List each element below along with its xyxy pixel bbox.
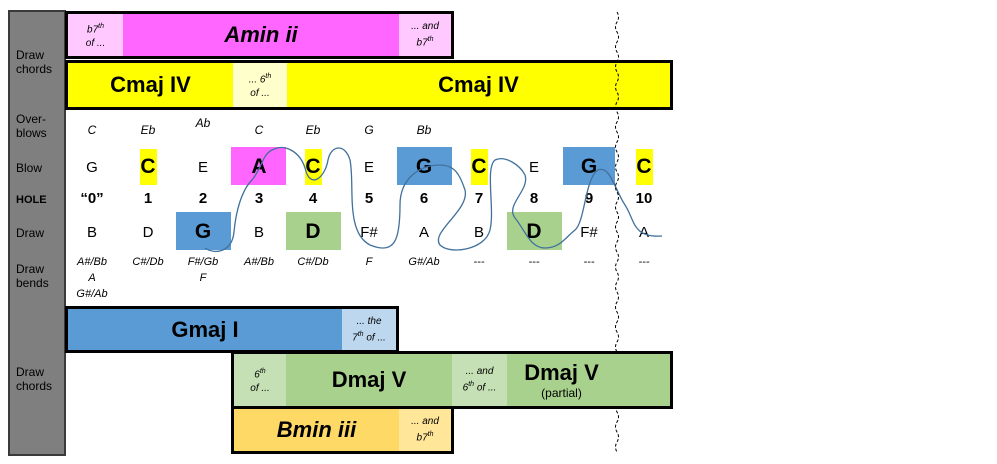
- blow-highlight-g6: [397, 147, 452, 185]
- dmaj-partial-note: (partial): [541, 386, 582, 400]
- row-label-overblows: Over- blows: [16, 112, 47, 140]
- draw-bend: ---: [528, 256, 540, 268]
- draw-bend: C#/Db: [132, 256, 164, 268]
- cmaj-label-right: Cmaj IV: [287, 63, 670, 107]
- blow-note: C: [140, 155, 156, 178]
- draw-note: G: [194, 220, 212, 243]
- blow-note: G: [415, 155, 433, 178]
- blow-highlight-g9: [563, 147, 615, 185]
- amin-left-note: b7th of ...: [68, 14, 123, 56]
- amin-label: Amin ii: [123, 14, 399, 56]
- gmaj-note: ... the 7th of ...: [342, 309, 396, 350]
- draw-note: D: [526, 220, 542, 243]
- row-label-hole: HOLE: [16, 194, 47, 206]
- blow-note: G: [580, 155, 598, 178]
- draw-bend: C#/Db: [297, 256, 329, 268]
- draw-highlight-d4: [286, 212, 341, 250]
- overblow-note: Eb: [140, 123, 156, 137]
- hole-number: 2: [198, 190, 208, 207]
- hole-number: 3: [254, 190, 264, 207]
- sidebar: [8, 10, 66, 456]
- gmaj-label: Gmaj I: [68, 309, 342, 350]
- gmaj-chord-bar: Gmaj I ... the 7th of ...: [65, 306, 399, 353]
- draw-bend: A#/Bb A G#/Ab: [76, 256, 108, 300]
- blow-note: E: [528, 159, 539, 176]
- overblow-note: G: [364, 123, 374, 137]
- hole-number: 1: [143, 190, 153, 207]
- hole-number: 6: [419, 190, 429, 207]
- dmaj-mid-note: ... and 6th of ...: [452, 354, 507, 406]
- blow-note: C: [636, 155, 652, 178]
- draw-bend: ---: [638, 256, 650, 268]
- draw-note: D: [142, 224, 154, 241]
- draw-note: B: [86, 224, 97, 241]
- melody-path: [204, 146, 663, 252]
- cmaj-mid-note: ... 6th of ...: [233, 63, 287, 107]
- draw-bend: F#/Gb F: [187, 256, 219, 284]
- hole-number: 4: [308, 190, 318, 207]
- row-label-draw-bends: Draw bends: [16, 262, 49, 290]
- blow-highlight-a3: [231, 147, 286, 185]
- bmin-chord-bar: Bmin iii ... and b7th: [231, 406, 454, 454]
- hole-number: 9: [584, 190, 594, 207]
- row-label-draw-chords-bottom: Draw chords: [16, 365, 53, 393]
- amin-chord-bar: b7th of ... Amin ii ... and b7th: [65, 11, 454, 59]
- bmin-label: Bmin iii: [234, 409, 399, 451]
- draw-bend: A#/Bb: [244, 256, 274, 268]
- blow-note: E: [363, 159, 374, 176]
- draw-note: F#: [360, 224, 378, 241]
- blow-highlight-c4: [305, 149, 322, 185]
- draw-note: A: [418, 224, 429, 241]
- blow-highlight-c7: [471, 149, 488, 185]
- dmaj-right-cell: Dmaj V (partial): [507, 354, 616, 406]
- draw-note: D: [305, 220, 321, 243]
- dmaj-label: Dmaj V: [286, 354, 452, 406]
- draw-bend: G#/Ab: [408, 256, 440, 268]
- bmin-note: ... and b7th: [399, 409, 451, 451]
- hole-number: “0”: [80, 190, 104, 207]
- separator-wavy-line: [615, 11, 619, 453]
- overblow-note: Bb: [416, 123, 432, 137]
- hole-number: 8: [529, 190, 539, 207]
- blow-note: C: [305, 155, 321, 178]
- blow-note: G: [86, 159, 98, 176]
- hole-number: 7: [474, 190, 484, 207]
- blow-note: C: [471, 155, 487, 178]
- overblow-note: C: [254, 123, 264, 137]
- row-label-blow: Blow: [16, 161, 43, 175]
- dmaj-chord-bar: 6th of ... Dmaj V ... and 6th of ... Dma…: [231, 351, 673, 409]
- draw-note: A: [638, 224, 649, 241]
- draw-bend: ---: [583, 256, 595, 268]
- draw-bend: F: [365, 256, 373, 268]
- dmaj-label-right: Dmaj V: [524, 360, 599, 385]
- cmaj-label-left: Cmaj IV: [68, 63, 233, 107]
- draw-note: F#: [580, 224, 598, 241]
- amin-right-note: ... and b7th: [399, 14, 451, 56]
- hole-number: 5: [364, 190, 374, 207]
- row-label-draw: Draw: [16, 226, 45, 240]
- overblow-note: C: [87, 123, 97, 137]
- draw-note: B: [473, 224, 484, 241]
- dmaj-tail: [616, 354, 670, 406]
- cmaj-chord-bar: Cmaj IV ... 6th of ... Cmaj IV: [65, 60, 673, 110]
- overblow-note: Eb: [305, 123, 321, 137]
- draw-highlight-g2: [176, 212, 231, 250]
- draw-note: B: [253, 224, 264, 241]
- blow-highlight-c10: [636, 149, 653, 185]
- draw-bend: ---: [473, 256, 485, 268]
- blow-note: E: [197, 159, 208, 176]
- overblow-note: Ab: [195, 116, 211, 130]
- dmaj-left-note: 6th of ...: [234, 354, 286, 406]
- hole-number: 10: [635, 190, 653, 207]
- row-label-draw-chords-top: Draw chords: [16, 48, 53, 76]
- blow-highlight-c1: [140, 149, 157, 185]
